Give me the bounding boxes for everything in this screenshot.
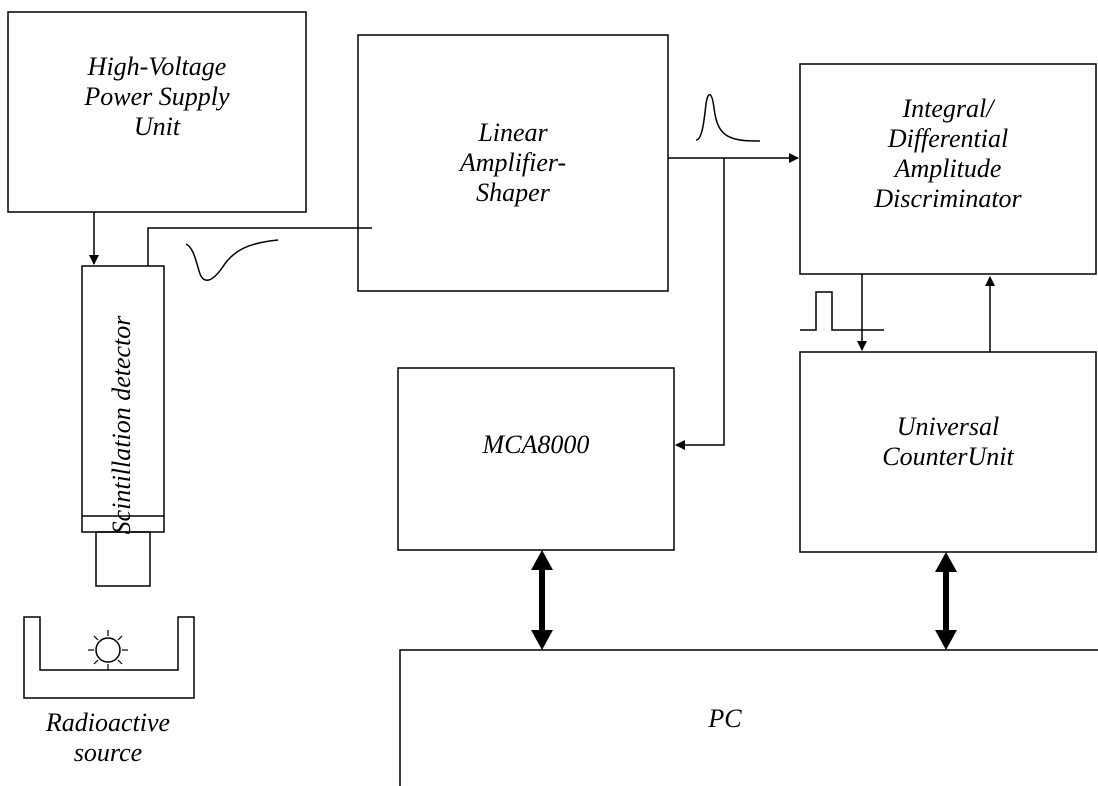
counter-pc-bidirectional-arrow: [935, 552, 957, 650]
detector-base: [95, 531, 151, 587]
pc-label: PC: [708, 704, 742, 733]
detector-to-amplifier-wire: [147, 227, 372, 266]
source-container: [23, 616, 195, 699]
hv-supply-label: High-Voltage Power Supply Unit: [84, 52, 230, 141]
source-label: Radioactive source: [45, 708, 171, 767]
amplifier-label: Linear Amplifier- Shaper: [459, 118, 567, 207]
amplifier-box: [357, 34, 669, 292]
mca-box: [397, 367, 675, 551]
discriminator-label: Integral/ Differential Amplitude Discrim…: [874, 94, 1022, 213]
square-pulse-icon: [800, 291, 884, 331]
amplifier-to-mca-arrow: [675, 158, 725, 450]
positive-pulse-icon: [695, 94, 761, 142]
hv-supply-box: [7, 11, 307, 213]
discriminator-box: [799, 63, 1097, 275]
source-rays: [88, 630, 128, 670]
mca-pc-bidirectional-arrow: [531, 550, 553, 650]
mca-label: MCA8000: [482, 430, 590, 459]
pc-box: [399, 649, 1098, 786]
counter-box: [799, 351, 1097, 553]
counter-label: Universal CounterUnit: [882, 412, 1014, 471]
radioactive-source-icon: [95, 637, 121, 663]
negative-pulse-icon: [185, 239, 279, 281]
